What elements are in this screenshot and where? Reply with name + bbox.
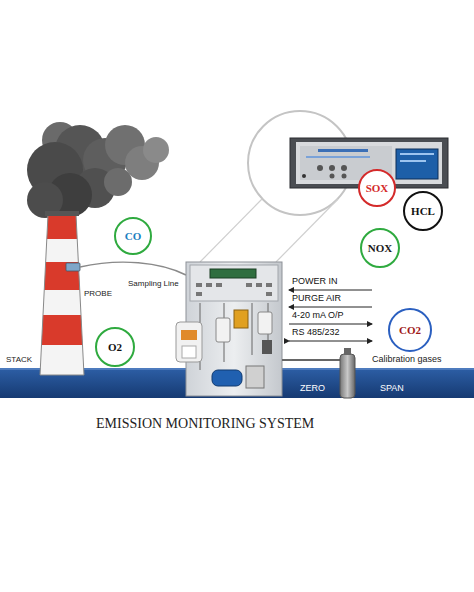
gas-name: HCL [411,205,435,217]
gas-circle: SOX [358,169,396,207]
line-label: Sampling Line [128,280,179,289]
span-label: SPAN [380,384,404,394]
gas-name: O2 [108,341,122,353]
gas-circle: O2 [95,327,135,367]
probe-label: PROBE [84,290,112,299]
diagram-title: EMISSION MONITORING SYSTEM [96,416,314,431]
gas-name: CO2 [399,324,421,336]
probe-and-line [66,262,186,275]
gas-name: NOX [368,242,392,254]
gas-name: CO [125,230,142,242]
smoke [27,122,169,218]
calibration-cylinder [282,348,355,398]
gas-circle: CO [114,217,152,255]
gas-circle: HCL [403,191,443,231]
signal-name: RS 485/232 [292,328,340,338]
signal-name: 4-20 mA O/P [292,311,344,321]
stack-label: STACK [6,356,32,365]
signal-name: POWER IN [292,277,338,287]
zero-label: ZERO [300,384,325,394]
signal-name: PURGE AIR [292,294,341,304]
signal-arrows [289,290,372,341]
gas-circle: NOX [360,228,400,268]
analyzer-cabinet [176,262,282,396]
gas-label: Calibration gases [372,355,442,365]
gas-circle: CO2 [388,308,432,352]
gas-name: SOX [366,182,389,194]
